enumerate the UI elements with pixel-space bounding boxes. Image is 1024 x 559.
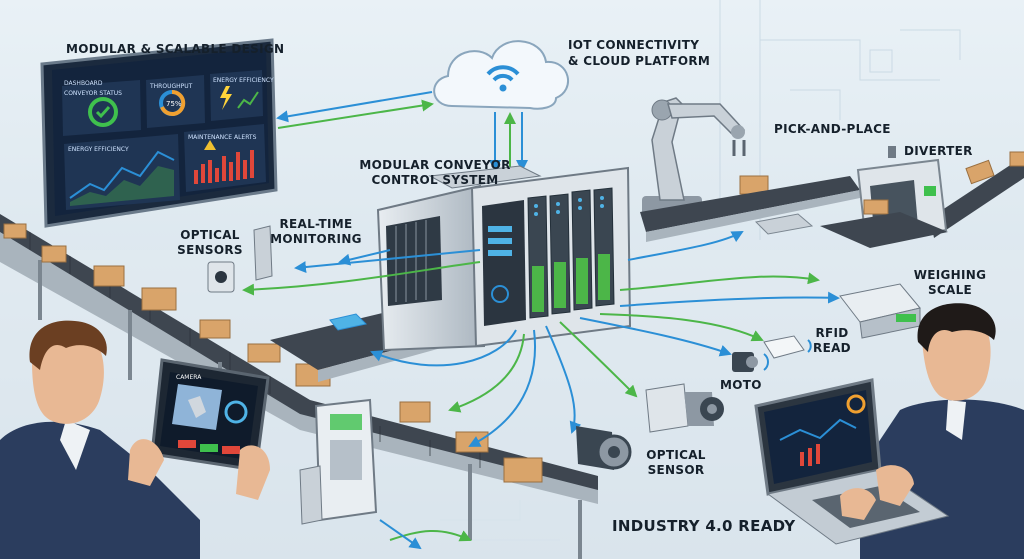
label-rfid-line2: READ: [813, 341, 851, 355]
label-weighing-line1: WEIGHING: [913, 268, 987, 282]
label-realtime-line1: REAL-TIME: [279, 217, 353, 231]
dashboard-throughput-value: 75%: [166, 100, 182, 108]
label-iot-line1: IOT CONNECTIVITY: [568, 38, 700, 52]
optical-sensor-device: [645, 383, 724, 433]
label-control-line1: MODULAR CONVEYOR: [359, 158, 511, 172]
tablet-title: CAMERA: [176, 374, 202, 381]
dashboard-energy-efficiency-top: ENERGY EFFICIENCY: [213, 77, 274, 84]
label-pick-place: PICK-AND-PLACE: [774, 122, 891, 136]
label-optical-sensors-line1: OPTICAL: [180, 228, 240, 242]
label-moto: MOTO: [720, 378, 762, 392]
label-realtime-line2: MONITORING: [270, 232, 362, 246]
robot-arm: [642, 97, 769, 216]
label-optical-sensors-line2: SENSORS: [177, 243, 243, 257]
label-diverter: DIVERTER: [904, 144, 973, 158]
data-links: [276, 91, 528, 172]
label-optical-sensor-line1: OPTICAL: [646, 448, 706, 462]
small-controller-unit: [299, 398, 378, 525]
dashboard-title: DASHBOARD: [64, 80, 103, 87]
weighing-scale-device: [839, 283, 921, 339]
motor-device: [732, 352, 769, 372]
dashboard-conveyor-status: CONVEYOR STATUS: [64, 90, 122, 97]
label-industry: INDUSTRY 4.0 READY: [612, 517, 796, 535]
label-iot-line2: & CLOUD PLATFORM: [568, 54, 711, 68]
dashboard-maintenance-alerts: MAINTENANCE ALERTS: [188, 134, 257, 141]
dashboard-throughput: THROUGHPUT: [150, 83, 193, 90]
diverter-machine: [754, 146, 948, 248]
operator-with-tablet: [0, 320, 270, 559]
label-rfid-line1: RFID: [815, 326, 849, 340]
signal-cables: [242, 231, 840, 550]
back-conveyor: [640, 151, 1024, 242]
cloud-icon: [433, 40, 569, 110]
label-modular-design: MODULAR & SCALABLE DESIGN: [66, 42, 285, 56]
label-weighing-line2: SCALE: [927, 283, 973, 297]
label-control-line2: CONTROL SYSTEM: [371, 173, 499, 187]
optical-sensors-device: [207, 225, 273, 293]
conveyor-motor-device: [576, 426, 632, 470]
control-cabinet: [376, 165, 632, 352]
label-optical-sensor-line2: SENSOR: [647, 463, 705, 477]
rfid-reader-device: [763, 335, 812, 359]
dashboard-monitor: [40, 38, 278, 228]
operator-with-laptop: [754, 303, 1024, 559]
dashboard-energy-efficiency: ENERGY EFFICIENCY: [68, 146, 129, 153]
